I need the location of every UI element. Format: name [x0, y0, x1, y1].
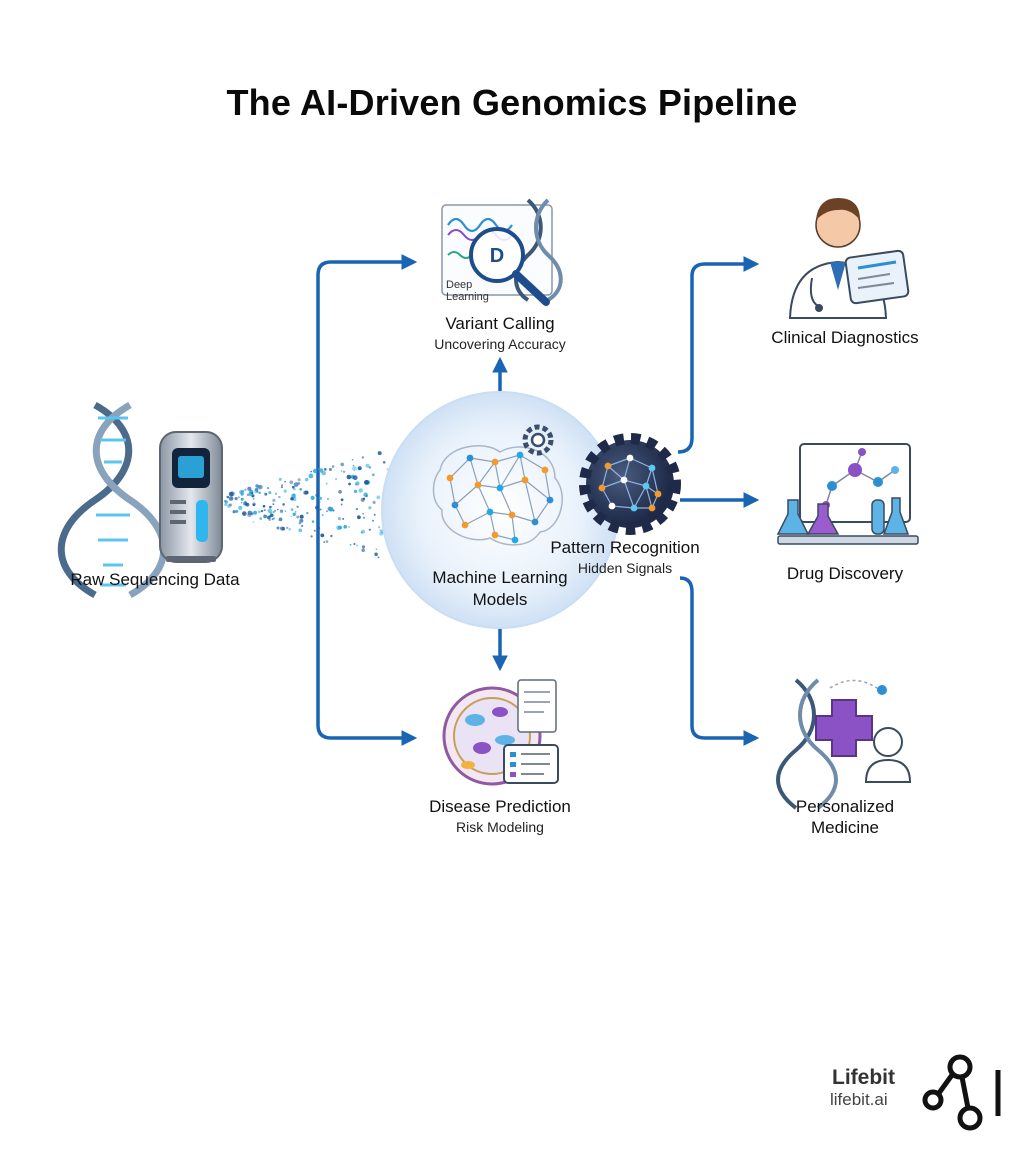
label-variant-calling: Variant Calling: [445, 314, 555, 333]
sequencer-device-icon: [159, 431, 223, 563]
sub-disease-prediction: Risk Modeling: [456, 819, 544, 835]
arrow-to-variant-calling: [316, 254, 418, 500]
lab-flasks-icon: [776, 443, 919, 545]
svg-text:D: D: [490, 245, 504, 267]
label-drug-discovery: Drug Discovery: [786, 564, 904, 583]
lifebit-logo-icon: [922, 1054, 1001, 1131]
label-clinical-diagnostics: Clinical Diagnostics: [771, 328, 919, 347]
label-disease-prediction: Disease Prediction: [429, 797, 571, 816]
icon-text-deep: Deep: [446, 279, 473, 291]
brand-name: Lifebit: [832, 1066, 895, 1089]
connector-arrows: [316, 254, 760, 746]
arrow-to-disease-prediction: [316, 500, 418, 746]
label-personalized-line1: Personalized: [795, 797, 895, 816]
dna-helix-icon: [57, 401, 168, 599]
sub-pattern-recognition: Hidden Signals: [577, 560, 673, 576]
small-gear-icon: [522, 424, 554, 456]
label-pattern-recognition: Pattern Recognition: [550, 538, 700, 557]
arrow-to-personalized: [679, 576, 760, 746]
doctor-icon: [788, 198, 910, 319]
label-machine-learning-line1: Machine Learning: [432, 568, 568, 587]
disease-prediction-icon: [442, 679, 559, 786]
personalized-medicine-icon: [776, 678, 912, 810]
pattern-gear-icon: [579, 433, 681, 535]
neural-brain-icon: [432, 445, 563, 546]
sub-variant-calling: Uncovering Accuracy: [434, 336, 566, 352]
label-machine-learning-line2: Models: [472, 590, 528, 609]
page-title: The AI-Driven Genomics Pipeline: [226, 82, 798, 123]
brand-url: lifebit.ai: [830, 1090, 888, 1109]
icon-text-learning: Learning: [446, 291, 489, 303]
variant-calling-icon: D: [441, 198, 563, 306]
label-personalized-line2: Medicine: [810, 818, 880, 837]
label-raw-sequencing-data: Raw Sequencing Data: [70, 570, 240, 589]
arrow-to-clinical: [677, 256, 760, 454]
